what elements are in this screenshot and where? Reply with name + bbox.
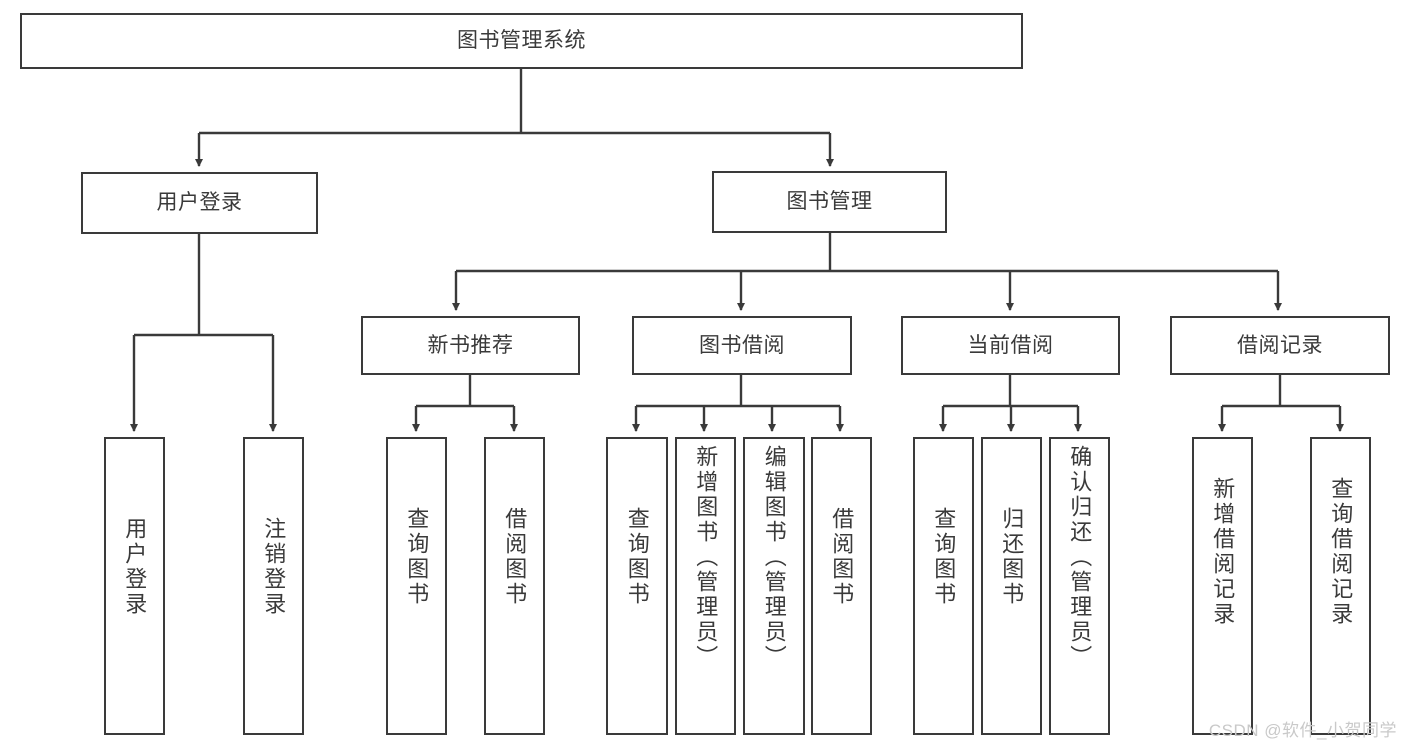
node-leaf-add-borrow-record-label: 新增借阅记录: [1210, 477, 1236, 627]
node-leaf-add-book-admin-label: 新增图书（管理员）: [693, 445, 719, 670]
node-leaf-add-borrow-record[interactable]: 新增借阅记录: [1192, 437, 1253, 735]
node-new-book-recommend[interactable]: 新书推荐: [361, 316, 580, 375]
node-leaf-query-book-borrow-label: 查询图书: [624, 507, 650, 607]
node-borrow-record-label: 借阅记录: [1237, 333, 1323, 357]
node-leaf-query-book-recommend[interactable]: 查询图书: [386, 437, 447, 735]
node-leaf-logout-label: 注销登录: [261, 517, 287, 617]
node-leaf-user-login-label: 用户登录: [122, 517, 148, 617]
node-user-login[interactable]: 用户登录: [81, 172, 318, 234]
node-leaf-query-borrow-record-label: 查询借阅记录: [1328, 477, 1354, 627]
node-book-borrow[interactable]: 图书借阅: [632, 316, 852, 375]
node-leaf-edit-book-admin-label: 编辑图书（管理员）: [761, 445, 787, 670]
node-leaf-borrow-book[interactable]: 借阅图书: [811, 437, 872, 735]
node-root-label: 图书管理系统: [457, 29, 586, 53]
node-leaf-add-book-admin[interactable]: 新增图书（管理员）: [675, 437, 736, 735]
node-leaf-confirm-return-admin-label: 确认归还（管理员）: [1067, 445, 1093, 670]
node-leaf-borrow-book-label: 借阅图书: [829, 507, 855, 607]
node-root[interactable]: 图书管理系统: [20, 13, 1023, 69]
node-book-management[interactable]: 图书管理: [712, 171, 947, 233]
node-borrow-record[interactable]: 借阅记录: [1170, 316, 1390, 375]
node-leaf-logout[interactable]: 注销登录: [243, 437, 304, 735]
node-new-book-recommend-label: 新书推荐: [427, 333, 514, 357]
node-book-borrow-label: 图书借阅: [699, 333, 785, 357]
node-current-borrow-label: 当前借阅: [967, 333, 1054, 357]
node-leaf-user-login[interactable]: 用户登录: [104, 437, 165, 735]
node-leaf-return-book[interactable]: 归还图书: [981, 437, 1042, 735]
node-leaf-query-book-current[interactable]: 查询图书: [913, 437, 974, 735]
node-leaf-query-borrow-record[interactable]: 查询借阅记录: [1310, 437, 1371, 735]
node-leaf-confirm-return-admin[interactable]: 确认归还（管理员）: [1049, 437, 1110, 735]
node-leaf-borrow-book-recommend-label: 借阅图书: [502, 507, 528, 607]
node-leaf-borrow-book-recommend[interactable]: 借阅图书: [484, 437, 545, 735]
node-leaf-query-book-recommend-label: 查询图书: [404, 507, 430, 607]
node-user-login-label: 用户登录: [156, 191, 243, 215]
csdn-watermark: CSDN @软件_小贺同学: [1208, 721, 1397, 740]
node-leaf-query-book-borrow[interactable]: 查询图书: [606, 437, 668, 735]
node-current-borrow[interactable]: 当前借阅: [901, 316, 1120, 375]
node-leaf-query-book-current-label: 查询图书: [931, 507, 957, 607]
node-leaf-edit-book-admin[interactable]: 编辑图书（管理员）: [743, 437, 805, 735]
node-leaf-return-book-label: 归还图书: [999, 507, 1025, 607]
node-book-management-label: 图书管理: [786, 190, 873, 214]
